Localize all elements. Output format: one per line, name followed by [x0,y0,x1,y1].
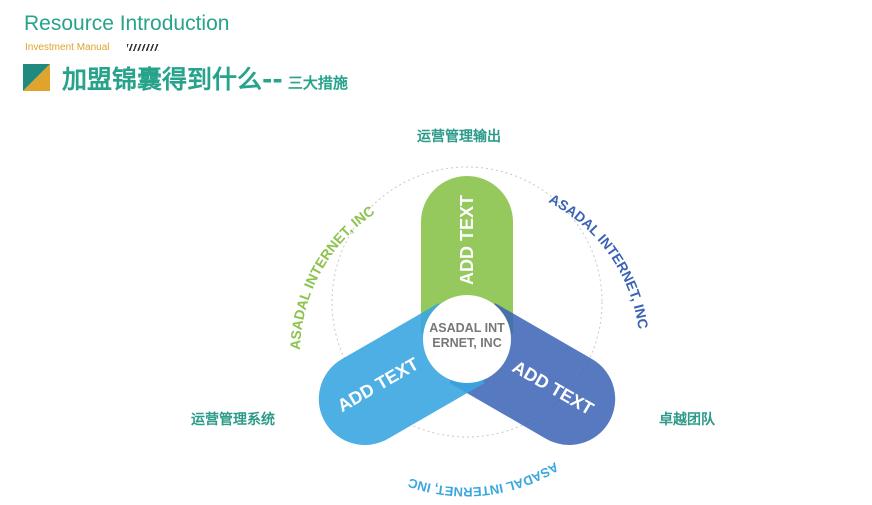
hatch-decoration [127,44,159,51]
label-left: 运营管理系统 [191,412,275,428]
arc-left-text: ASADAL INTERNET, INC [287,202,377,350]
center-circle [423,295,511,383]
arc-bottom-text: ASADAL INTERNET, INC [406,459,562,499]
outer-dashed-circle [331,166,603,438]
arc-left-textpath: ASADAL INTERNET, INC [287,202,377,350]
center-text-line1: ASADAL INT [429,321,505,335]
header-subtitle: Investment Manual [25,42,110,53]
title-logo-mark [23,64,50,91]
arc-bottom-textpath: ASADAL INTERNET, INC [406,459,562,499]
main-title-small: 三大措施 [287,74,348,92]
label-right: 卓越团队 [659,412,715,428]
arc-right-textpath: ASADAL INTERNET, INC [547,190,652,329]
main-title-big: 加盟锦囊得到什么-- [62,65,283,94]
arc-right-text: ASADAL INTERNET, INC [547,190,652,329]
petal-top [421,176,513,334]
main-title: 加盟锦囊得到什么-- 三大措施 [62,60,348,96]
header-title: Resource Introduction [24,12,230,35]
label-top: 运营管理输出 [417,129,501,145]
petal-top-text: ADD TEXT [457,195,477,285]
center-text-line2: ERNET, INC [432,336,501,350]
